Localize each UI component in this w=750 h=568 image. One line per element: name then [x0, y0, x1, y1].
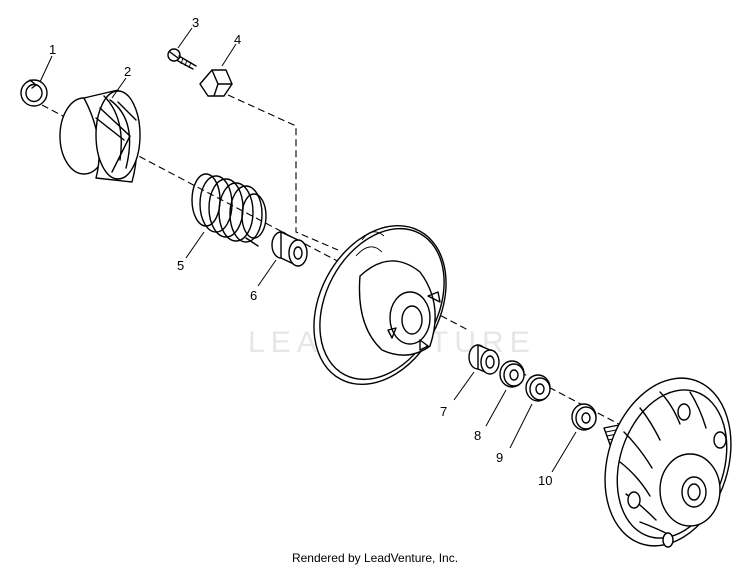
callout-2: 2 [124, 64, 131, 79]
part-4-button [199, 43, 237, 97]
part-10-washer [551, 403, 597, 473]
callout-10: 10 [538, 473, 552, 488]
footer-credit: Rendered by LeadVenture, Inc. [291, 551, 459, 565]
callout-5: 5 [177, 258, 184, 273]
part-5-spring [185, 173, 267, 259]
part-9-washer [509, 374, 551, 449]
callout-6: 6 [250, 288, 257, 303]
callout-4: 4 [234, 32, 241, 47]
part-2-helix-cam [59, 77, 141, 183]
part-8-washer [485, 360, 525, 427]
callout-8: 8 [474, 428, 481, 443]
part-1-snap-ring [20, 55, 53, 107]
callouts: 1 2 3 4 5 6 7 8 9 10 [49, 15, 552, 488]
part-7-bushing [453, 344, 500, 401]
callout-3: 3 [192, 15, 199, 30]
callout-9: 9 [496, 450, 503, 465]
callout-7: 7 [440, 404, 447, 419]
stationary-sheave [313, 224, 447, 386]
movable-sheave-assembly [603, 377, 732, 548]
part-6-bushing [257, 231, 308, 287]
callout-1: 1 [49, 42, 56, 57]
part-3-screw [167, 27, 197, 70]
